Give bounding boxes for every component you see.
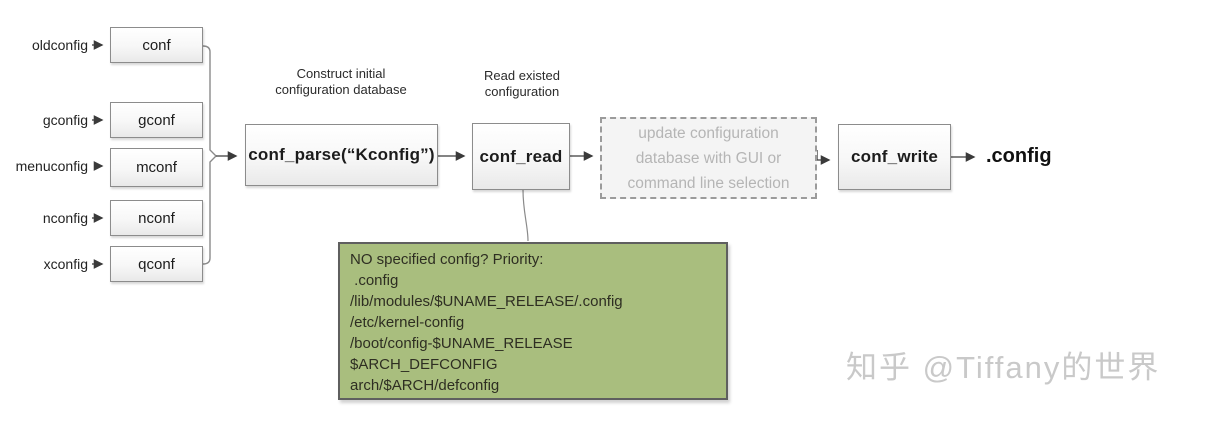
annotation-construct-database: Construct initial configuration database	[275, 66, 407, 97]
note-item: /lib/modules/$UNAME_RELEASE/.config	[350, 293, 623, 310]
zhihu-watermark: 知乎 @Tiffany的世界	[846, 350, 1161, 385]
note-item: arch/$ARCH/defconfig	[350, 377, 500, 394]
node-qconf: qconf	[110, 246, 203, 282]
node-conf: conf	[110, 27, 203, 63]
node-conf-read: conf_read	[472, 123, 570, 190]
note-connector	[522, 189, 529, 242]
note-item: /boot/config-$UNAME_RELEASE	[350, 335, 573, 352]
node-conf-write: conf_write	[838, 124, 951, 190]
node-mconf: mconf	[110, 148, 203, 187]
flow-arrows	[216, 150, 976, 165]
label-xconfig: xconfig	[43, 256, 88, 272]
output-dot-config: .config	[986, 145, 1052, 167]
note-item: /etc/kernel-config	[350, 314, 465, 331]
label-gconfig: gconfig	[42, 112, 88, 128]
node-nconf: nconf	[110, 200, 203, 236]
config-priority-note: NO specified config? Priority: .config /…	[338, 242, 728, 400]
node-update-configuration: update configuration database with GUI o…	[600, 117, 817, 199]
label-menuconfig: menuconfig	[15, 158, 88, 174]
label-oldconfig: oldconfig	[31, 37, 88, 53]
note-item: .config	[350, 272, 399, 289]
gather-bracket	[202, 45, 217, 265]
note-item: $ARCH_DEFCONFIG	[350, 356, 498, 373]
target-arrows	[92, 40, 104, 269]
label-nconfig: nconfig	[42, 210, 88, 226]
node-conf-parse: conf_parse(“Kconfig”)	[245, 124, 438, 186]
annotation-read-configuration: Read existed configuration	[484, 68, 560, 99]
note-title: NO specified config? Priority:	[350, 251, 544, 268]
node-gconf: gconf	[110, 102, 203, 138]
